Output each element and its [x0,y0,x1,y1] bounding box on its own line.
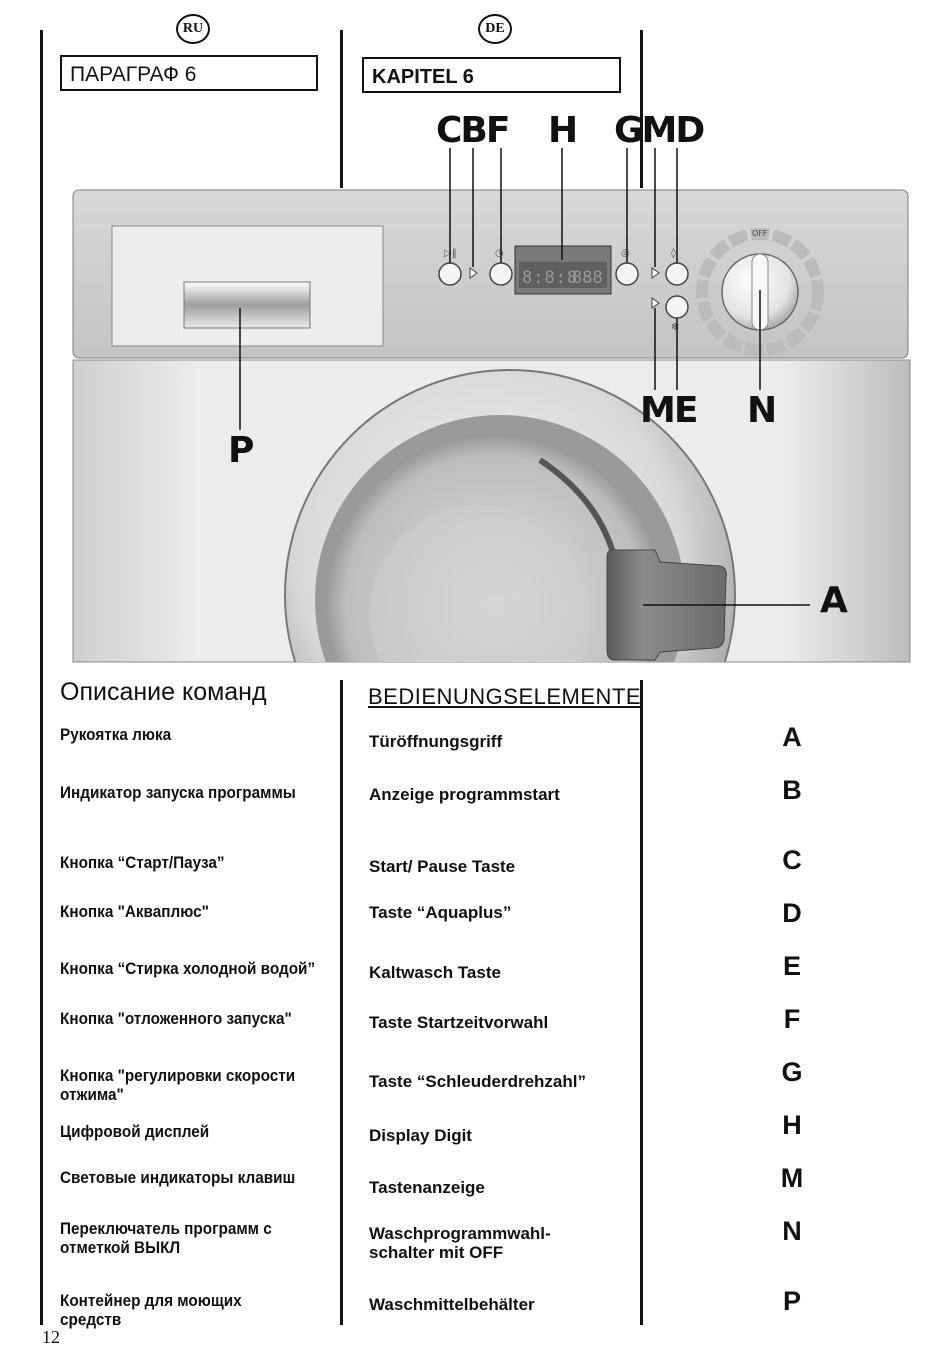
divider-left [40,30,43,1325]
aquaplus-button[interactable] [665,262,689,286]
legend-de-c: Start/ Pause Taste [369,857,516,876]
legend-letter-d: D [782,898,802,928]
chapter-title-de: KAPITEL 6 [362,57,621,93]
start-pause-button[interactable] [438,262,462,286]
legend-title-de: BEDIENUNGSELEMENTE [368,684,642,709]
spin-speed-button[interactable] [615,262,639,286]
callout-h: H [548,110,578,151]
legend-ru-f: Кнопка "отложенного запуска" [60,1009,292,1028]
start-indicator-led [469,267,478,279]
legend-de-p: Waschmittelbehälter [369,1295,535,1314]
drawer-handle [183,281,311,329]
legend-ru-e: Кнопка “Стирка холодной водой” [60,959,316,978]
chapter-title-ru: ПАРАГРАФ 6 [60,55,318,91]
washing-machine-diagram: ▷‖ ◷ 8:8:8 888 ◎ ◊ ✻ OFF [72,148,911,663]
page-number: 12 [42,1327,60,1347]
legend-ru-a: Рукоятка люка [60,725,172,744]
divider-middle-lower [340,680,343,1325]
svg-text:◷: ◷ [495,248,504,259]
aquaplus-indicator-led [651,267,660,279]
legend-letter-g: G [781,1057,803,1087]
legend-letter-h: H [782,1110,802,1140]
divider-right [640,30,643,188]
leader-lines [239,148,810,606]
legend-title-ru: Описание команд [60,678,267,706]
legend-letter-a: A [782,722,802,752]
legend-de-a: Türöffnungsgriff [369,732,503,751]
legend-de-e: Kaltwasch Taste [369,963,501,982]
lang-badge-ru: RU [176,14,210,44]
legend-ru-c: Кнопка “Старт/Пауза” [60,853,225,872]
cold-wash-button[interactable] [665,295,689,319]
svg-text:◊: ◊ [671,247,676,259]
legend-ru-g: Кнопка "регулировки скорости отжима" [60,1066,296,1104]
legend-de-h: Display Digit [369,1126,472,1145]
legend-letter-n: N [782,1216,802,1246]
cold-wash-indicator-led [651,297,660,309]
legend-de-b: Anzeige programmstart [369,785,560,804]
callout-a: A [820,580,848,621]
legend-letter-c: C [782,845,802,875]
legend-de-n: Waschprogrammwahl-schalter mit OFF [369,1224,551,1262]
legend-letter-m: M [780,1163,804,1193]
svg-text:8:8:8: 8:8:8 [522,268,578,288]
legend-de-m: Tastenanzeige [369,1178,485,1197]
callout-n: N [747,390,777,431]
legend-letter-f: F [783,1004,801,1034]
legend-de-d: Taste “Aquaplus” [369,903,512,922]
dial-off-label: OFF [752,229,768,238]
callout-gmd: GMD [614,110,705,151]
legend-ru-d: Кнопка "Акваплюс" [60,902,209,921]
callout-me: ME [640,390,698,431]
legend-de-g: Taste “Schleuderdrehzahl” [369,1072,586,1091]
legend-ru-b: Индикатор запуска программы [60,783,296,802]
delay-start-button[interactable] [489,262,513,286]
divider-right-lower [640,680,643,1325]
legend-ru-n: Переключатель программ с отметкой ВЫКЛ [60,1219,272,1257]
legend-letter-p: P [782,1286,801,1316]
svg-text:✻: ✻ [671,322,679,333]
legend-de-f: Taste Startzeitvorwahl [369,1013,549,1032]
callout-cbf: CBF [436,110,510,151]
legend-letter-b: B [782,775,802,805]
legend-ru-m: Световые индикаторы клавиш [60,1168,296,1187]
divider-middle [340,30,343,188]
callout-p: P [228,430,254,471]
lang-badge-de: DE [478,14,512,44]
legend-letter-e: E [782,951,801,981]
svg-text:◎: ◎ [621,248,630,259]
svg-text:888: 888 [572,268,603,288]
legend-ru-p: Контейнер для моющих средств [60,1291,242,1329]
legend-ru-h: Цифровой дисплей [60,1122,210,1141]
